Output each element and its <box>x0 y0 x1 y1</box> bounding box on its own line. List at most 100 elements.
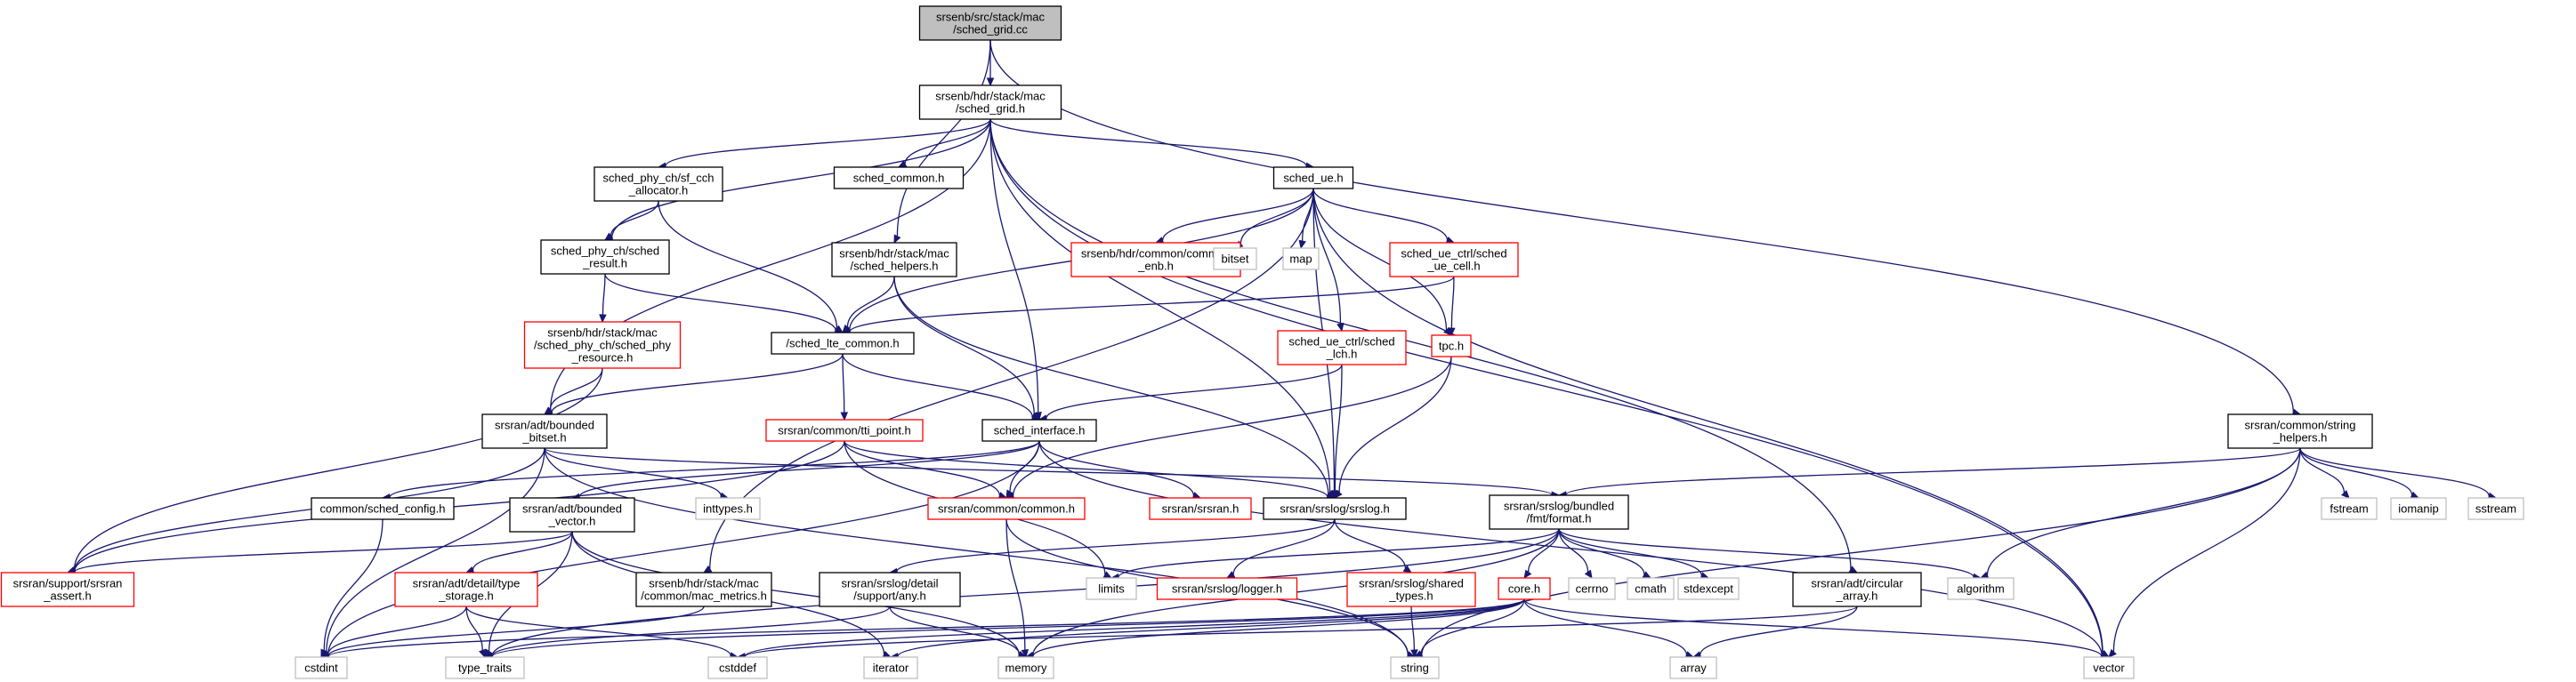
node-sched-result[interactable]: sched_phy_ch/sched_result.h <box>540 239 670 275</box>
node-box <box>981 419 1097 442</box>
node-tpc[interactable]: tpc.h <box>1431 334 1472 357</box>
node-label: srsenb/hdr/stack/mac <box>649 577 759 590</box>
edge-line <box>1450 276 1455 329</box>
edge-line <box>1161 188 1314 241</box>
node-sched-grid-h[interactable]: srsenb/hdr/stack/mac/sched_grid.h <box>918 84 1062 120</box>
edge-line <box>989 118 2104 654</box>
edge-type_storage-to-type_traits <box>465 606 487 659</box>
node-label: /fmt/format.h <box>1527 512 1592 526</box>
node-sf-cch[interactable]: sched_phy_ch/sf_cch_allocator.h <box>594 166 723 202</box>
node-label: sched_ue.h <box>1283 172 1343 185</box>
node-label: stdexcept <box>1684 582 1733 596</box>
node-label: fstream <box>2330 502 2368 516</box>
node-label: /support/any.h <box>853 590 925 603</box>
edge-line <box>1558 528 1703 576</box>
node-tti-point[interactable]: srsran/common/tti_point.h <box>765 419 924 442</box>
node-box <box>540 239 670 275</box>
node-lte-common[interactable]: /sched_lte_common.h <box>771 332 915 355</box>
edge-format-to-cerrno <box>1558 528 1593 580</box>
edge-line <box>551 353 844 413</box>
edge-arrowhead <box>2108 648 2117 658</box>
edge-line <box>465 606 483 651</box>
edge-sched_ue-to-ue_lch <box>1312 188 1345 333</box>
node-sched-helpers[interactable]: srsenb/hdr/stack/mac/sched_helpers.h <box>831 242 957 277</box>
edge-line <box>1005 518 1026 651</box>
node-bounded-vector[interactable]: srsran/adt/bounded_vector.h <box>509 497 635 533</box>
edge-arrowhead <box>1410 649 1418 659</box>
edge-sched_interface-to-bounded_vector <box>570 440 1040 501</box>
node-algorithm: algorithm <box>1947 577 2015 600</box>
node-box <box>1282 247 1320 270</box>
node-logger[interactable]: srsran/srslog/logger.h <box>1156 577 1298 600</box>
node-root[interactable]: srsenb/src/stack/mac/sched_grid.cc <box>918 5 1062 41</box>
node-label: bitset <box>1221 253 1248 266</box>
edge-line <box>1527 528 1560 573</box>
node-circular-array[interactable]: srsran/adt/circular_array.h <box>1792 572 1922 607</box>
edge-string_helpers-to-sstream <box>2299 447 2498 501</box>
node-sched-common[interactable]: sched_common.h <box>833 166 965 189</box>
node-label: memory <box>1005 662 1047 675</box>
node-box <box>635 572 772 607</box>
edge-core-to-vector <box>1523 598 2111 661</box>
edge-circular_array-to-array <box>1692 606 1858 659</box>
node-label: /sched_grid.h <box>956 102 1025 116</box>
edge-common_h-to-memory <box>1005 518 1030 659</box>
node-srsran-assert[interactable]: srsran/support/srsran_assert.h <box>0 572 135 607</box>
node-label: _vector.h <box>548 515 596 528</box>
edge-line <box>893 276 1035 415</box>
node-bounded-bitset[interactable]: srsran/adt/bounded_bitset.h <box>481 413 608 449</box>
edge-line <box>2299 447 2346 493</box>
edge-line <box>1232 518 1336 575</box>
node-ue-cell[interactable]: sched_ue_ctrl/sched_ue_cell.h <box>1389 242 1519 277</box>
edge-sched_grid_h-to-sched_ue <box>989 118 1315 170</box>
node-label: cstdint <box>304 662 338 675</box>
node-sched-config[interactable]: common/sched_config.h <box>311 497 455 520</box>
node-srslog[interactable]: srsran/srslog/srslog.h <box>1263 497 1407 520</box>
edge-line <box>1558 528 1589 573</box>
edge-bounded_bitset-to-format <box>544 447 1561 499</box>
node-srsran-h[interactable]: srsran/srsran.h <box>1149 497 1252 520</box>
node-phy-resource[interactable]: srsenb/hdr/stack/mac/sched_phy_ch/sched_… <box>523 321 682 369</box>
node-sched-ue[interactable]: sched_ue.h <box>1272 166 1354 189</box>
edge-line <box>1565 447 2301 496</box>
node-box <box>695 497 761 520</box>
node-box <box>1627 577 1675 600</box>
node-string-helpers[interactable]: srsran/common/string_helpers.h <box>2227 413 2373 449</box>
edge-arrowhead <box>599 314 607 324</box>
edge-shared_types-to-string <box>1410 606 1418 659</box>
node-label: cerrno <box>1576 582 1609 596</box>
edge-core-to-array <box>1523 598 1695 659</box>
node-common-h[interactable]: srsran/common/common.h <box>927 497 1086 520</box>
node-label: _storage.h <box>438 590 493 603</box>
edge-sched_helpers-to-sched_interface <box>893 276 1040 421</box>
node-label: /common/mac_metrics.h <box>641 590 767 603</box>
node-label: cstddef <box>719 662 756 675</box>
node-core[interactable]: core.h <box>1498 577 1551 600</box>
node-mac-metrics[interactable]: srsenb/hdr/stack/mac/common/mac_metrics.… <box>635 572 772 607</box>
node-shared-types[interactable]: srsran/srslog/shared_types.h <box>1346 572 1476 607</box>
node-format[interactable]: srsran/srslog/bundled/fmt/format.h <box>1489 494 1629 530</box>
edge-bounded_bitset-to-inttypes <box>544 447 730 500</box>
edge-ue_lch-to-sched_interface <box>1038 364 1343 422</box>
edge-srslog-to-logger <box>1225 518 1336 579</box>
node-common-enb[interactable]: srsenb/hdr/common/common_enb.h <box>1070 242 1241 277</box>
node-label: srsran/srslog/bundled <box>1504 500 1614 513</box>
node-type-storage[interactable]: srsran/adt/detail/type_storage.h <box>394 572 538 607</box>
node-label: common/sched_config.h <box>320 502 446 516</box>
node-box <box>2321 497 2378 520</box>
node-ue-lch[interactable]: sched_ue_ctrl/sched_lch.h <box>1277 330 1407 365</box>
node-box <box>1431 334 1472 357</box>
node-label: srsran/adt/circular <box>1811 577 1903 590</box>
node-box <box>1390 656 1440 679</box>
node-map: map <box>1282 247 1320 270</box>
edge-line <box>1699 606 1858 655</box>
edge-line <box>1410 606 1416 651</box>
node-box <box>1149 497 1252 520</box>
edge-line <box>1038 440 1195 496</box>
node-sched-interface[interactable]: sched_interface.h <box>981 419 1097 442</box>
edge-sched_grid_h-to-vector <box>989 118 2111 658</box>
node-label: srsran/srslog/detail <box>841 577 938 590</box>
node-detail-any[interactable]: srsran/srslog/detail/support/any.h <box>819 572 961 607</box>
node-type-traits: type_traits <box>445 656 525 679</box>
